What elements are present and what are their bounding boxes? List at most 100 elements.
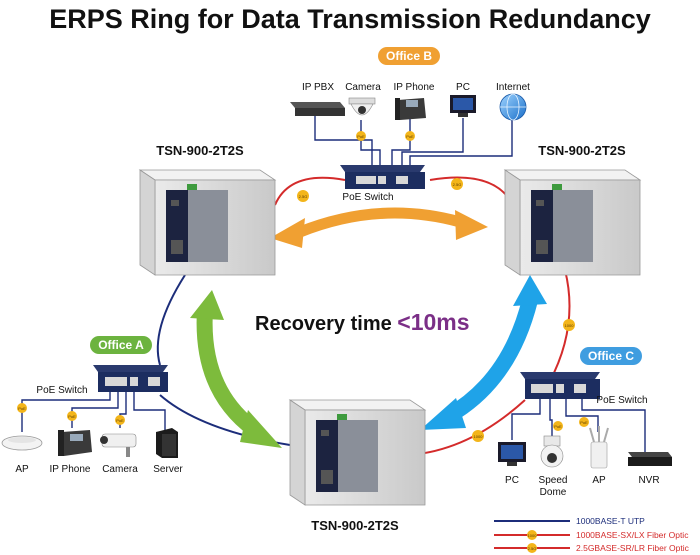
device-label-dome: Dome: [540, 487, 567, 498]
cable-server-a: [133, 392, 166, 430]
device-label-speed: Speed: [539, 475, 568, 486]
office-c-badge: Office C: [580, 347, 642, 365]
legend-item-2-5g-fiber: 2.5G 2.5GBASE-SR/LR Fiber Optic: [494, 543, 690, 553]
pc-icon-c: [498, 442, 526, 466]
recovery-time-value: <10ms: [397, 309, 469, 335]
tsn-right-label: TSN-900-2T2S: [538, 143, 626, 158]
tsn-switch-bottom: [288, 399, 427, 506]
tsn-bottom-label: TSN-900-2T2S: [311, 518, 399, 533]
badge-2-5g-left: 2.5G: [297, 190, 309, 202]
nvr-icon: [628, 452, 672, 466]
cable-ap-a: [21, 392, 111, 432]
cable-ipphone-b: [391, 118, 411, 165]
poe-badge-ap-c: PoE: [579, 417, 589, 427]
office-c-switch-label: PoE Switch: [596, 395, 647, 406]
outdoor-ap-icon: [589, 426, 609, 469]
pc-icon-b: [450, 95, 476, 117]
device-label-ipphone-b: IP Phone: [394, 82, 435, 93]
svg-text:PoE: PoE: [580, 420, 588, 425]
speed-dome-icon: [540, 435, 564, 468]
cable-dome-c: [549, 399, 553, 436]
recovery-time-text: Recovery time <10ms: [255, 309, 470, 335]
bullet-camera-icon: [100, 433, 137, 457]
office-a-switch-label: PoE Switch: [36, 385, 87, 396]
fiber-link-left-officeb: [274, 176, 346, 206]
office-b-badge: Office B: [378, 47, 440, 65]
device-label-ipphone-a: IP Phone: [50, 464, 91, 475]
cable-internet: [409, 120, 513, 165]
green-arrow: [190, 290, 282, 448]
tsn-switch-right: [503, 169, 642, 276]
office-b-switch-label: PoE Switch: [342, 192, 393, 203]
cable-ippbx: [314, 110, 373, 165]
svg-text:PoE: PoE: [554, 424, 562, 429]
blue-arrow: [420, 275, 547, 430]
device-label-camera-a: Camera: [102, 464, 138, 475]
badge-1000-right: 1000: [563, 319, 575, 331]
device-label-server-a: Server: [153, 464, 183, 475]
legend-item-utp: 1000BASE-T UTP: [494, 516, 645, 526]
poe-badge-camera-a: PoE: [115, 415, 125, 425]
tsn-switch-left: [138, 169, 277, 276]
badge-2-5g-right: 2.5G: [451, 178, 463, 190]
poe-badge-ipphone-b: PoE: [405, 131, 415, 141]
cable-pc-b: [401, 118, 464, 165]
orange-arrow: [270, 207, 488, 248]
device-label-camera-b: Camera: [345, 82, 381, 93]
svg-text:Office C: Office C: [588, 349, 634, 363]
server-tower-icon: [156, 428, 178, 458]
cable-camera-b: [360, 120, 381, 165]
svg-text:1000: 1000: [528, 533, 538, 538]
svg-text:PoE: PoE: [357, 134, 365, 139]
poe-badge-camera-b: PoE: [356, 131, 366, 141]
badge-1000-bottom: 1000: [472, 430, 484, 442]
internet-globe-icon: [499, 93, 527, 121]
tsn-left-label: TSN-900-2T2S: [156, 143, 244, 158]
svg-text:1000: 1000: [474, 434, 484, 439]
legend: 1000BASE-T UTP 1000 1000BASE-SX/LX Fiber…: [494, 516, 690, 553]
device-label-ap-a: AP: [15, 464, 29, 475]
fiber-link-officeb-right: [429, 176, 511, 201]
office-b-poe-switch: [340, 165, 425, 189]
svg-text:PoE: PoE: [406, 134, 414, 139]
device-label-pc-b: PC: [456, 82, 470, 93]
device-label-internet: Internet: [496, 82, 530, 93]
poe-badge-ap-a: PoE: [17, 403, 27, 413]
svg-text:1000: 1000: [565, 323, 575, 328]
svg-text:2.5GBASE-SR/LR Fiber Optic: 2.5GBASE-SR/LR Fiber Optic: [576, 543, 690, 553]
recovery-time-label: Recovery time: [255, 313, 397, 335]
office-a-poe-switch: [93, 365, 168, 392]
svg-text:1000BASE-T UTP: 1000BASE-T UTP: [576, 516, 645, 526]
svg-text:2.5G: 2.5G: [453, 182, 462, 187]
ip-phone-icon-a: [58, 430, 92, 456]
device-label-ippbx: IP PBX: [302, 82, 334, 93]
svg-text:Office B: Office B: [386, 49, 432, 63]
ip-pbx-icon: [290, 102, 345, 116]
svg-text:2.5G: 2.5G: [528, 546, 537, 551]
cable-pc-c: [511, 399, 541, 440]
svg-text:PoE: PoE: [18, 406, 26, 411]
svg-text:Office A: Office A: [98, 338, 144, 352]
device-label-ap-c: AP: [592, 475, 606, 486]
ip-phone-icon-b: [395, 98, 426, 120]
cable-ap-c: [565, 399, 599, 432]
svg-text:PoE: PoE: [116, 418, 124, 423]
poe-badge-ipphone-a: PoE: [67, 411, 77, 421]
dome-camera-icon: [348, 97, 376, 116]
office-c-poe-switch: [520, 372, 600, 399]
utp-link-left-officea: [156, 274, 186, 366]
page-title: ERPS Ring for Data Transmission Redundan…: [49, 4, 651, 34]
cable-nvr-c: [581, 399, 646, 452]
office-a-badge: Office A: [90, 336, 152, 354]
poe-badge-dome-c: PoE: [553, 421, 563, 431]
device-label-nvr: NVR: [638, 475, 659, 486]
svg-text:1000BASE-SX/LX Fiber Optic: 1000BASE-SX/LX Fiber Optic: [576, 530, 689, 540]
ceiling-ap-icon: [1, 435, 43, 451]
device-label-pc-c: PC: [505, 475, 519, 486]
legend-item-1g-fiber: 1000 1000BASE-SX/LX Fiber Optic: [494, 530, 689, 540]
svg-text:PoE: PoE: [68, 414, 76, 419]
svg-text:2.5G: 2.5G: [299, 194, 308, 199]
cable-ipphone-a: [71, 392, 119, 428]
